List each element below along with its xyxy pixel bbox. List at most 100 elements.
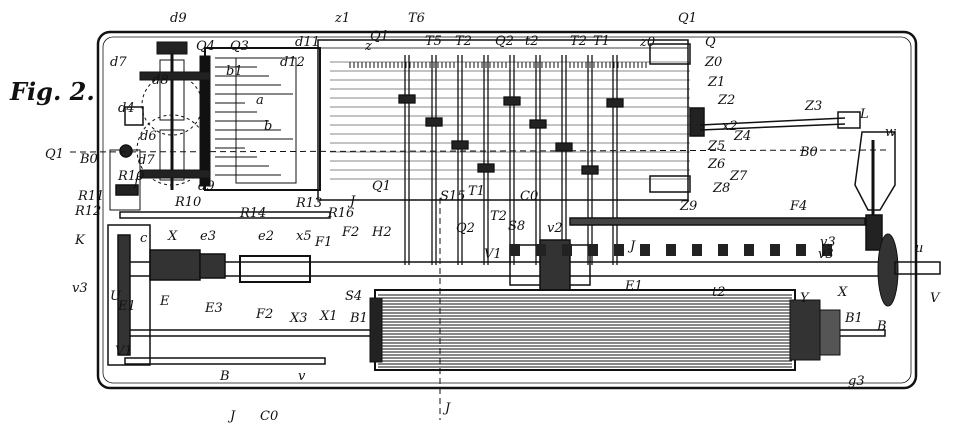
reference-label: R13 xyxy=(295,196,322,211)
reference-label: v3 xyxy=(820,235,836,250)
left-end-frame xyxy=(107,144,151,366)
reference-label: d7 xyxy=(138,153,155,168)
reference-label: V xyxy=(930,291,941,306)
reference-label: C0 xyxy=(520,189,538,204)
reference-label: x5 xyxy=(296,229,312,244)
reference-label: d8 xyxy=(152,73,169,88)
reference-label: Z7 xyxy=(729,169,748,184)
reference-label: X1 xyxy=(319,309,338,324)
reference-label: X xyxy=(167,229,178,244)
reference-label: Z9 xyxy=(679,199,697,214)
reference-label: Q2 xyxy=(495,34,514,49)
reference-label: e3 xyxy=(200,229,216,244)
reference-label: J xyxy=(442,401,451,416)
reference-label: R11 xyxy=(77,189,104,204)
reference-label: E1 xyxy=(117,299,136,314)
reference-label: H2 xyxy=(371,225,392,240)
reference-label: S4 xyxy=(345,289,362,304)
reference-label: J xyxy=(627,239,636,254)
reference-label: B xyxy=(876,319,887,334)
reference-label: t2 xyxy=(525,34,539,49)
reference-label: F4 xyxy=(789,199,807,214)
reference-label: u xyxy=(915,241,923,256)
reference-label: R10 xyxy=(117,169,144,184)
reference-label: T2 xyxy=(570,34,587,49)
reference-label: F2 xyxy=(341,225,359,240)
reference-label: Q1 xyxy=(45,147,64,162)
reference-label: B1 xyxy=(844,311,863,326)
reference-label: U xyxy=(110,289,122,304)
reference-label: J xyxy=(227,409,236,424)
reference-label: F2 xyxy=(255,307,273,322)
reference-label: T5 xyxy=(425,34,442,49)
reference-label: V1 xyxy=(484,247,502,262)
weight-row xyxy=(510,244,832,256)
reference-label: Q1 xyxy=(370,29,389,44)
reference-label: v3 xyxy=(72,281,88,296)
reference-label: Q2 xyxy=(456,221,475,236)
reference-label: B0 xyxy=(79,152,98,167)
reference-label: Z6 xyxy=(707,157,725,172)
reference-label: F1 xyxy=(314,235,332,250)
left-crank-assembly xyxy=(124,41,211,190)
reference-label: t2 xyxy=(712,285,726,300)
reference-label: E3 xyxy=(204,301,223,316)
reference-label: Z4 xyxy=(733,129,751,144)
reference-label: w xyxy=(885,125,896,140)
reference-label: Q3 xyxy=(230,39,249,54)
reference-label: Z2 xyxy=(717,93,735,108)
reference-label: S15 xyxy=(440,189,465,204)
reference-label: a xyxy=(256,93,264,108)
reference-label: Z0 xyxy=(704,55,722,70)
reference-label: d7 xyxy=(110,55,127,70)
reference-label: J xyxy=(347,194,356,209)
reference-label: X3 xyxy=(289,311,308,326)
reference-label: Y xyxy=(800,291,810,306)
reference-label: d9 xyxy=(198,179,215,194)
reference-label: Z3 xyxy=(804,99,822,114)
reference-label: T1 xyxy=(593,34,610,49)
reference-label: E1 xyxy=(624,279,643,294)
reference-label: z xyxy=(364,39,372,54)
reference-label: z1 xyxy=(334,11,350,26)
reference-label: d4 xyxy=(118,101,135,116)
reference-label: Z1 xyxy=(707,75,725,90)
reference-label: E xyxy=(159,294,170,309)
machine-frame xyxy=(96,30,918,390)
reference-label: V1 xyxy=(115,344,133,359)
reference-label: b xyxy=(264,119,272,134)
reference-label: Z8 xyxy=(712,181,730,196)
reference-label: b1 xyxy=(226,64,243,79)
reference-label: X xyxy=(837,285,848,300)
reference-label: T2 xyxy=(490,209,507,224)
reference-label: K xyxy=(74,233,86,248)
reference-label: d11 xyxy=(295,35,320,50)
reference-label: Q1 xyxy=(372,179,391,194)
reference-label: v3 xyxy=(818,247,834,262)
reference-label: T6 xyxy=(408,11,425,26)
figure-title: Fig. 2. xyxy=(9,77,95,106)
reference-label: R10 xyxy=(174,195,201,210)
gear-wheel-U xyxy=(877,233,941,307)
reference-label: L xyxy=(859,107,869,122)
reference-label: d6 xyxy=(140,129,157,144)
reference-label: Q xyxy=(705,35,716,50)
reference-label: B0 xyxy=(799,145,818,160)
reference-label: f xyxy=(133,175,141,190)
reference-label: R16 xyxy=(327,206,354,221)
reference-label: x2 xyxy=(722,119,738,134)
reference-label: R14 xyxy=(239,206,266,221)
counting-rods xyxy=(398,55,624,265)
center-lines xyxy=(69,149,891,420)
reference-label: B xyxy=(219,369,230,384)
reference-label: B1 xyxy=(349,311,368,326)
reference-label: v xyxy=(298,369,306,384)
reference-label: T1 xyxy=(468,184,485,199)
reference-label: e2 xyxy=(258,229,274,244)
reference-label: v2 xyxy=(547,221,563,236)
reference-label: c xyxy=(140,231,148,246)
reference-label: g3 xyxy=(848,374,865,389)
reference-label: S8 xyxy=(508,219,525,234)
